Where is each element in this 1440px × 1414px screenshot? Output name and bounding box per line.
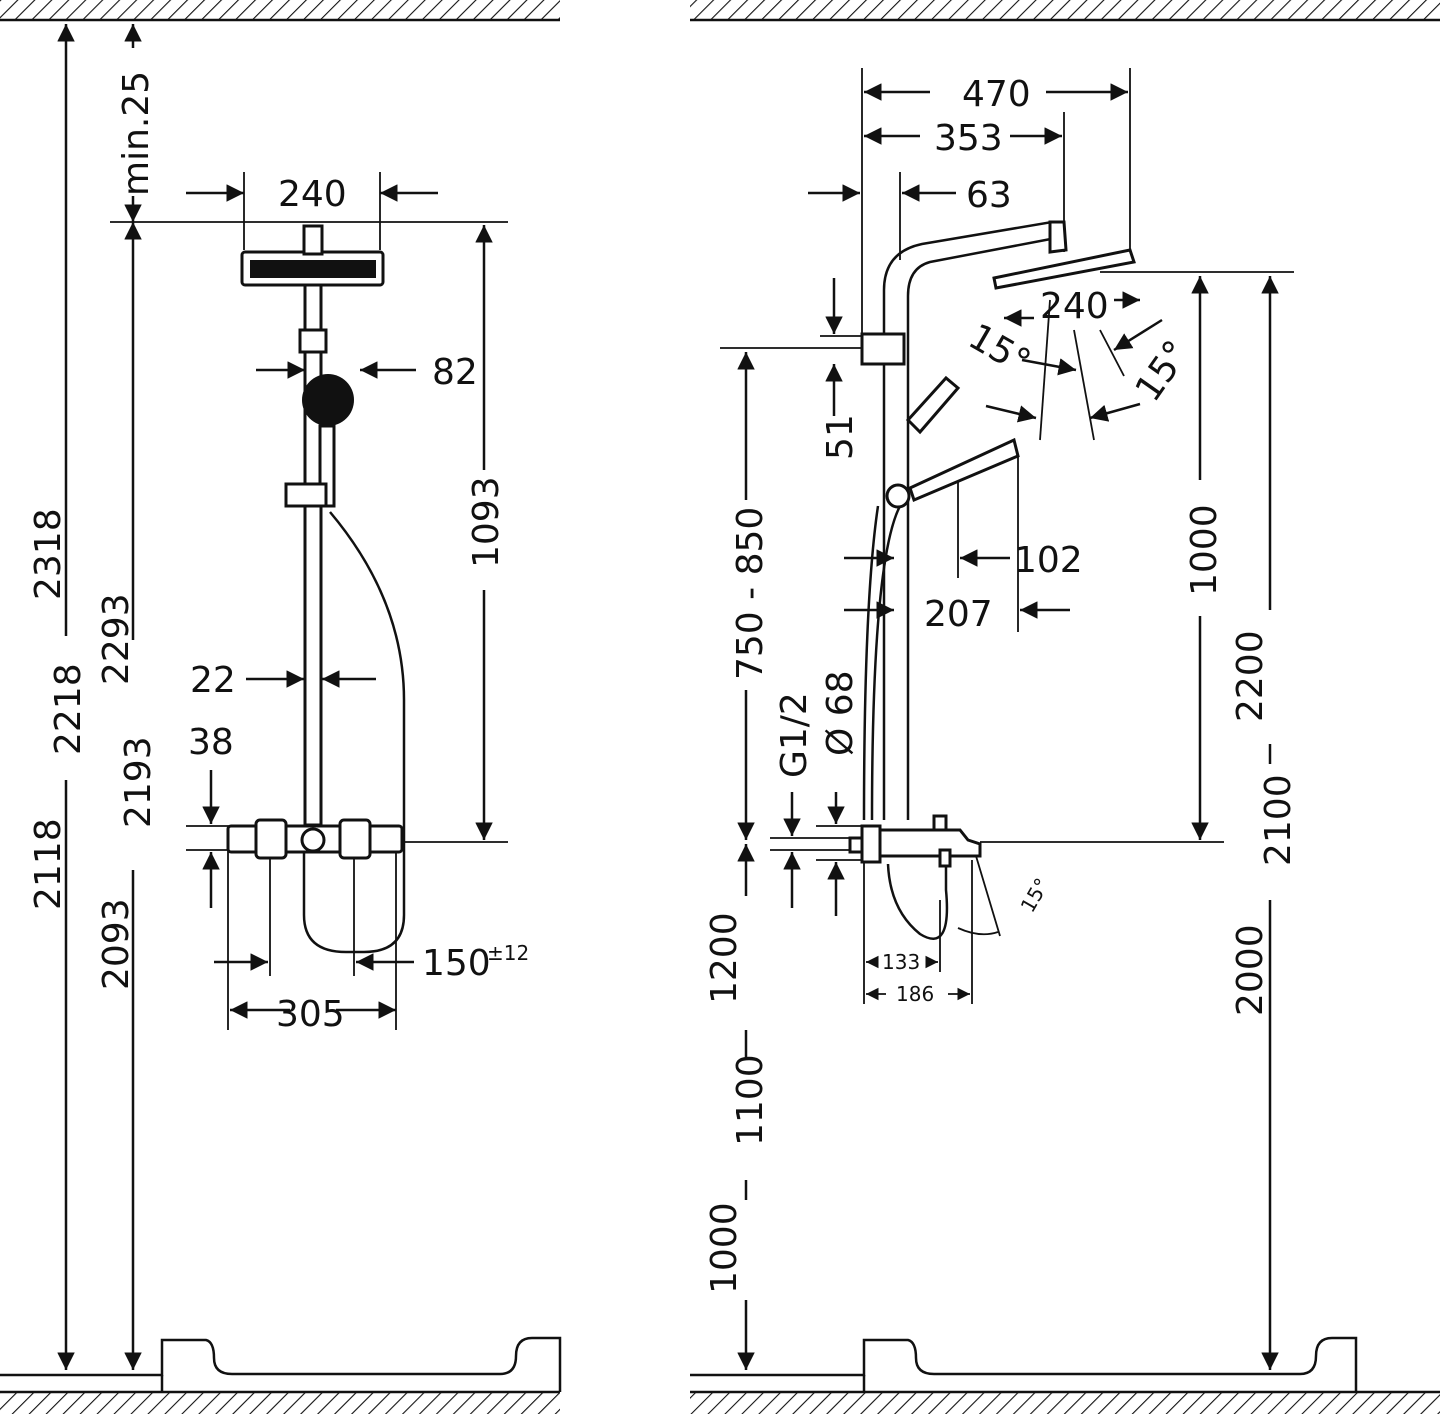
side-head-height: 1000 xyxy=(1184,504,1225,596)
front-head-height-1: 2293 xyxy=(96,593,137,685)
side-mount-height-1: 1200 xyxy=(704,912,745,1004)
side-wall-clearance: 63 xyxy=(966,175,1012,216)
front-view: 2318 2218 2118 2293 2193 2093 min.25 240… xyxy=(0,0,562,1414)
side-arm-to-center: 353 xyxy=(934,118,1003,159)
front-rail-diameter: 22 xyxy=(190,660,236,701)
side-angle-right: 15° xyxy=(1128,333,1198,409)
front-head-height-2: 2193 xyxy=(118,736,159,828)
front-head-height-3: 2093 xyxy=(96,898,137,990)
bathtub-outline-left xyxy=(0,1336,562,1392)
side-view: 470 353 63 240 15° 15° 51 xyxy=(690,0,1440,1414)
front-thermostat-width: 305 xyxy=(276,994,345,1035)
side-spout-angle: 15° xyxy=(1016,874,1055,917)
front-total-height-2: 2218 xyxy=(48,663,89,755)
side-thermostat-range: 750 - 850 xyxy=(730,507,771,680)
side-bracket-height: 51 xyxy=(820,414,861,460)
front-total-height-1: 2318 xyxy=(28,508,69,600)
front-total-height-3: 2118 xyxy=(28,818,69,910)
side-spout-depth-1: 133 xyxy=(882,950,920,974)
side-total-height-2: 2100 xyxy=(1258,774,1299,866)
side-shower-fixture xyxy=(848,220,1136,940)
side-head-width: 240 xyxy=(1040,286,1109,327)
side-hand-shower-reach: 207 xyxy=(924,594,993,635)
side-arm-length: 470 xyxy=(962,74,1031,115)
front-connection-spacing: 150 xyxy=(422,943,491,984)
side-mount-height-2: 1100 xyxy=(730,1054,771,1146)
side-rosette-diameter: Ø 68 xyxy=(820,670,861,756)
bathtub-outline-right xyxy=(690,1336,1358,1392)
ceiling-hatch-left xyxy=(0,0,560,20)
front-thermostat-height: 38 xyxy=(188,722,234,763)
front-rail-to-thermostat: 1093 xyxy=(466,476,507,568)
front-connection-tolerance: ±12 xyxy=(487,941,529,965)
floor-hatch-left xyxy=(0,1392,560,1414)
side-spout-depth-2: 186 xyxy=(896,982,934,1006)
side-mount-height-3: 1000 xyxy=(704,1202,745,1294)
floor-hatch-right xyxy=(690,1392,1440,1414)
side-hand-shower-depth: 102 xyxy=(1014,540,1083,581)
side-total-height-1: 2200 xyxy=(1230,630,1271,722)
front-shower-fixture xyxy=(226,224,406,954)
ceiling-hatch-right xyxy=(690,0,1440,20)
side-total-height-3: 2000 xyxy=(1230,924,1271,1016)
side-angle-left: 15° xyxy=(962,316,1038,383)
side-thread: G1/2 xyxy=(774,692,815,778)
front-hand-shower-width: 82 xyxy=(432,352,478,393)
front-head-width: 240 xyxy=(278,174,347,215)
front-min-gap: min.25 xyxy=(116,71,157,196)
